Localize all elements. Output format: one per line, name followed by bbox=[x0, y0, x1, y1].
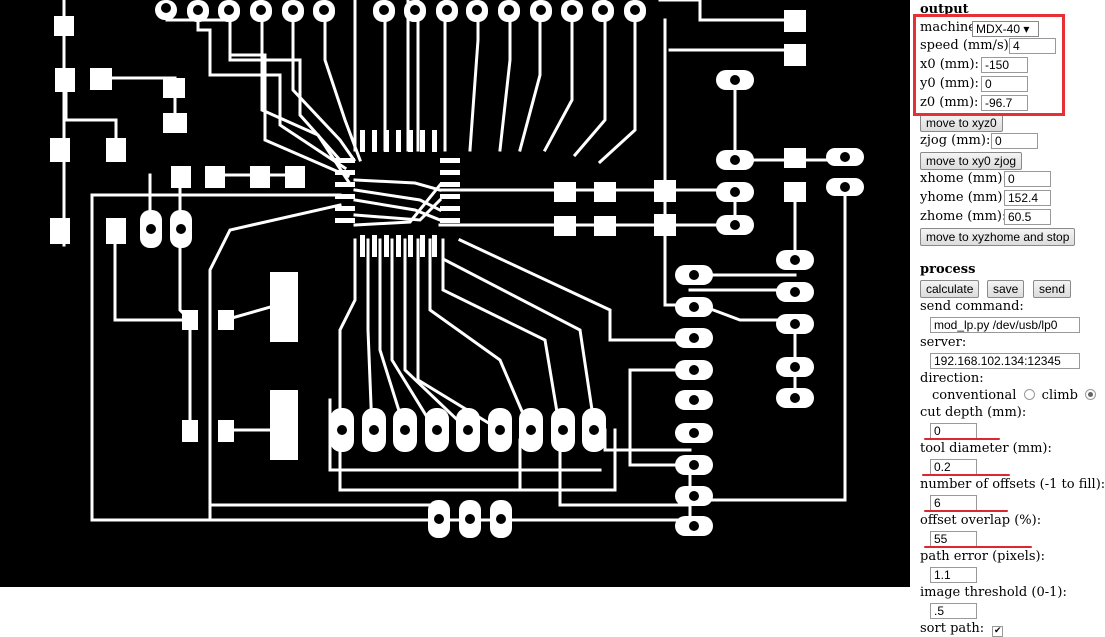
y0-input[interactable] bbox=[981, 76, 1028, 92]
threshold-input[interactable] bbox=[930, 603, 977, 619]
send-command-label: send command: bbox=[920, 299, 1024, 314]
server-label: server: bbox=[920, 335, 967, 350]
underline-offsets bbox=[924, 510, 1008, 512]
path-error-input[interactable] bbox=[930, 567, 977, 583]
offsets-label: number of offsets (-1 to fill): bbox=[920, 477, 1105, 492]
underline-tool-diameter bbox=[922, 474, 1010, 476]
tool-diameter-input[interactable] bbox=[930, 459, 977, 475]
cut-depth-label: cut depth (mm): bbox=[920, 405, 1027, 420]
z0-label: z0 (mm): bbox=[920, 95, 979, 110]
conventional-radio[interactable] bbox=[1023, 389, 1035, 400]
move-to-xy0-zjog-button[interactable]: move to xy0 zjog bbox=[920, 152, 1023, 170]
y0-label: y0 (mm): bbox=[920, 76, 979, 91]
xhome-label: xhome (mm): bbox=[920, 171, 1007, 186]
x0-input[interactable] bbox=[981, 57, 1028, 73]
sort-path-checkbox[interactable]: ✔ bbox=[992, 626, 1004, 637]
zhome-label: zhome (mm): bbox=[920, 209, 1007, 224]
threshold-label: image threshold (0-1): bbox=[920, 585, 1067, 600]
yhome-label: yhome (mm): bbox=[920, 190, 1007, 205]
speed-label: speed (mm/s): bbox=[920, 38, 1014, 53]
xhome-input[interactable] bbox=[1004, 171, 1051, 187]
tool-diameter-label: tool diameter (mm): bbox=[920, 441, 1052, 456]
highlight-box bbox=[913, 14, 1065, 116]
offsets-input[interactable] bbox=[930, 495, 977, 511]
send-button[interactable]: send bbox=[1033, 280, 1072, 298]
conventional-label: conventional bbox=[932, 388, 1017, 403]
pcb-toolpath-preview bbox=[0, 0, 910, 587]
climb-label: climb bbox=[1041, 388, 1078, 403]
send-command-input[interactable] bbox=[930, 317, 1080, 333]
move-to-xyzhome-button[interactable]: move to xyzhome and stop bbox=[920, 228, 1076, 246]
save-button[interactable]: save bbox=[987, 280, 1025, 298]
control-panel: output machine MDX-40 ▾ speed (mm/s): x0… bbox=[910, 0, 1105, 637]
machine-label: machine bbox=[920, 20, 976, 35]
underline-cut-depth bbox=[924, 438, 1000, 440]
sort-path-label: sort path: bbox=[920, 621, 985, 636]
z0-input[interactable] bbox=[981, 95, 1028, 111]
machine-select[interactable]: MDX-40 ▾ bbox=[972, 21, 1039, 37]
yhome-input[interactable] bbox=[1004, 190, 1051, 206]
calculate-button[interactable]: calculate bbox=[920, 280, 980, 298]
speed-input[interactable] bbox=[1009, 38, 1056, 54]
zjog-input[interactable] bbox=[991, 133, 1038, 149]
climb-radio[interactable] bbox=[1085, 389, 1097, 400]
overlap-input[interactable] bbox=[930, 531, 977, 547]
direction-label: direction: bbox=[920, 371, 984, 386]
overlap-label: offset overlap (%): bbox=[920, 513, 1042, 528]
zhome-input[interactable] bbox=[1004, 209, 1051, 225]
pcb-traces-svg bbox=[50, 0, 864, 538]
process-heading: process bbox=[920, 262, 976, 277]
server-input[interactable] bbox=[930, 353, 1080, 369]
x0-label: x0 (mm): bbox=[920, 57, 979, 72]
path-error-label: path error (pixels): bbox=[920, 549, 1045, 564]
underline-overlap bbox=[924, 546, 1032, 548]
output-heading: output bbox=[920, 2, 969, 17]
zjog-label: zjog (mm): bbox=[920, 133, 991, 148]
cut-depth-input[interactable] bbox=[930, 423, 977, 439]
move-to-xyz0-button[interactable]: move to xyz0 bbox=[920, 114, 1003, 132]
